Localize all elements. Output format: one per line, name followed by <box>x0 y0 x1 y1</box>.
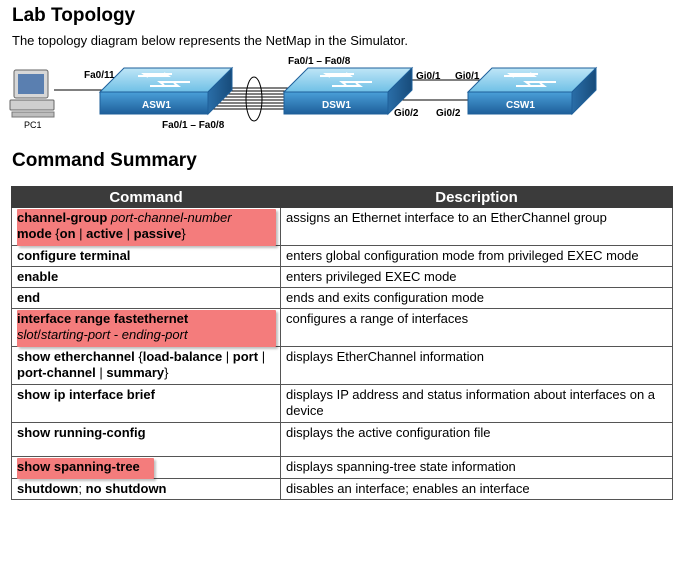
description-cell: ends and exits configuration mode <box>280 287 673 309</box>
command-part: { <box>55 226 60 241</box>
description-column-header: Description <box>280 186 673 208</box>
command-text: enable <box>17 269 58 284</box>
table-row: show running-config displays the active c… <box>11 422 673 457</box>
command-part: mode <box>17 226 56 241</box>
topology-diagram: PC1 Fa0/11 Fa0/1 – Fa0/8 Fa0/1 – Fa0/8 G… <box>9 56 598 131</box>
command-part: channel-group <box>17 210 111 225</box>
command-part: show etherchannel <box>17 349 139 364</box>
description-cell: displays EtherChannel information <box>280 346 673 385</box>
command-part: enable <box>17 269 59 284</box>
command-part: active <box>86 226 124 241</box>
asw-bundle-label: Fa0/1 – Fa0/8 <box>162 120 225 131</box>
command-part: / <box>37 327 41 342</box>
command-part: | <box>123 226 134 241</box>
table-row: channel-group port-channel-number mode {… <box>11 207 673 246</box>
highlighted-command: show spanning-tree <box>17 458 154 479</box>
command-part: } <box>181 226 186 241</box>
csw-gi1-label: Gi0/1 <box>455 71 480 82</box>
command-column-header: Command <box>11 186 281 208</box>
table-row: shutdown; no shutdown disables an interfa… <box>11 478 673 500</box>
table-row: show spanning-tree displays spanning-tree… <box>11 456 673 479</box>
command-cell: interface range fastethernet slot/starti… <box>11 308 281 347</box>
dsw1-switch-icon <box>282 66 414 116</box>
description-cell: configures a range of interfaces <box>280 308 673 347</box>
csw-gi2-label: Gi0/2 <box>436 108 461 119</box>
command-cell: show running-config <box>11 422 281 457</box>
command-table-body: channel-group port-channel-number mode {… <box>11 207 673 500</box>
command-cell: show ip interface brief <box>11 384 281 423</box>
command-part: | <box>258 349 266 364</box>
topology-intro-text: The topology diagram below represents th… <box>12 33 408 48</box>
command-part: no shutdown <box>85 481 167 496</box>
table-row: configure terminal enters global configur… <box>11 245 673 267</box>
asw1-label: ASW1 <box>142 100 171 111</box>
asw1-switch-icon <box>98 66 234 116</box>
command-part: load-balance <box>142 349 223 364</box>
command-cell: shutdown; no shutdown <box>11 478 281 500</box>
command-part: end <box>17 290 41 305</box>
description-cell: displays spanning-tree state information <box>280 456 673 479</box>
dsw1-label: DSW1 <box>322 100 351 111</box>
table-row: interface range fastethernet slot/starti… <box>11 308 673 347</box>
command-cell: show spanning-tree <box>11 456 281 479</box>
command-part: show running-config <box>17 425 146 440</box>
command-part: ; <box>78 481 86 496</box>
command-part: show spanning-tree <box>17 459 140 474</box>
csw1-label: CSW1 <box>506 100 535 111</box>
command-cell: configure terminal <box>11 245 281 267</box>
command-part: summary <box>106 365 165 380</box>
dsw-gi2-label: Gi0/2 <box>394 108 419 119</box>
pc-port-label: Fa0/11 <box>84 70 115 81</box>
command-part: starting-port <box>40 327 111 342</box>
command-cell: show etherchannel {load-balance | port |… <box>11 346 281 385</box>
lab-topology-heading: Lab Topology <box>12 5 136 26</box>
command-cell: end <box>11 287 281 309</box>
command-part: | <box>222 349 233 364</box>
highlighted-command: interface range fastethernet slot/starti… <box>17 310 276 347</box>
command-part: | <box>75 226 87 241</box>
csw1-switch-icon <box>466 66 598 116</box>
command-text: show etherchannel {load-balance | port |… <box>17 349 265 380</box>
command-part: port-channel <box>17 365 96 380</box>
command-part: { <box>138 349 143 364</box>
command-part: slot <box>17 327 38 342</box>
dsw-gi1-label: Gi0/1 <box>416 71 441 82</box>
command-text: end <box>17 290 40 305</box>
table-row: enable enters privileged EXEC mode <box>11 266 673 288</box>
dsw-bundle-label: Fa0/1 – Fa0/8 <box>288 56 351 67</box>
table-row: show ip interface brief displays IP addre… <box>11 384 673 423</box>
command-cell: enable <box>11 266 281 288</box>
command-part: - <box>110 327 122 342</box>
command-part: on <box>59 226 76 241</box>
description-cell: disables an interface; enables an interf… <box>280 478 673 500</box>
command-part: configure terminal <box>17 248 131 263</box>
description-cell: enters privileged EXEC mode <box>280 266 673 288</box>
table-row: end ends and exits configuration mode <box>11 287 673 309</box>
command-part: interface range fastethernet <box>17 311 189 326</box>
command-part: | <box>95 365 107 380</box>
table-row: show etherchannel {load-balance | port |… <box>11 346 673 385</box>
pc1-label: PC1 <box>24 120 42 130</box>
command-text: show running-config <box>17 425 146 440</box>
command-summary-table: Command Description channel-group port-c… <box>11 186 673 500</box>
command-part: } <box>164 365 169 380</box>
command-summary-heading: Command Summary <box>12 150 197 171</box>
command-part: port-channel-number <box>110 210 232 225</box>
command-text: shutdown; no shutdown <box>17 481 167 496</box>
pc1-computer-icon <box>9 69 55 118</box>
description-cell: displays IP address and status informati… <box>280 384 673 423</box>
command-cell: channel-group port-channel-number mode {… <box>11 207 281 246</box>
description-cell: assigns an Ethernet interface to an Ethe… <box>280 207 673 246</box>
table-header-row: Command Description <box>11 186 673 208</box>
description-cell: displays the active configuration file <box>280 422 673 457</box>
command-part: shutdown <box>17 481 79 496</box>
command-part: port <box>232 349 259 364</box>
command-part: passive <box>133 226 182 241</box>
command-text: show ip interface brief <box>17 387 155 402</box>
command-part: show ip interface brief <box>17 387 155 402</box>
highlighted-command: channel-group port-channel-number mode {… <box>17 209 276 246</box>
command-part: ending-port <box>121 327 188 342</box>
command-text: configure terminal <box>17 248 130 263</box>
description-cell: enters global configuration mode from pr… <box>280 245 673 267</box>
